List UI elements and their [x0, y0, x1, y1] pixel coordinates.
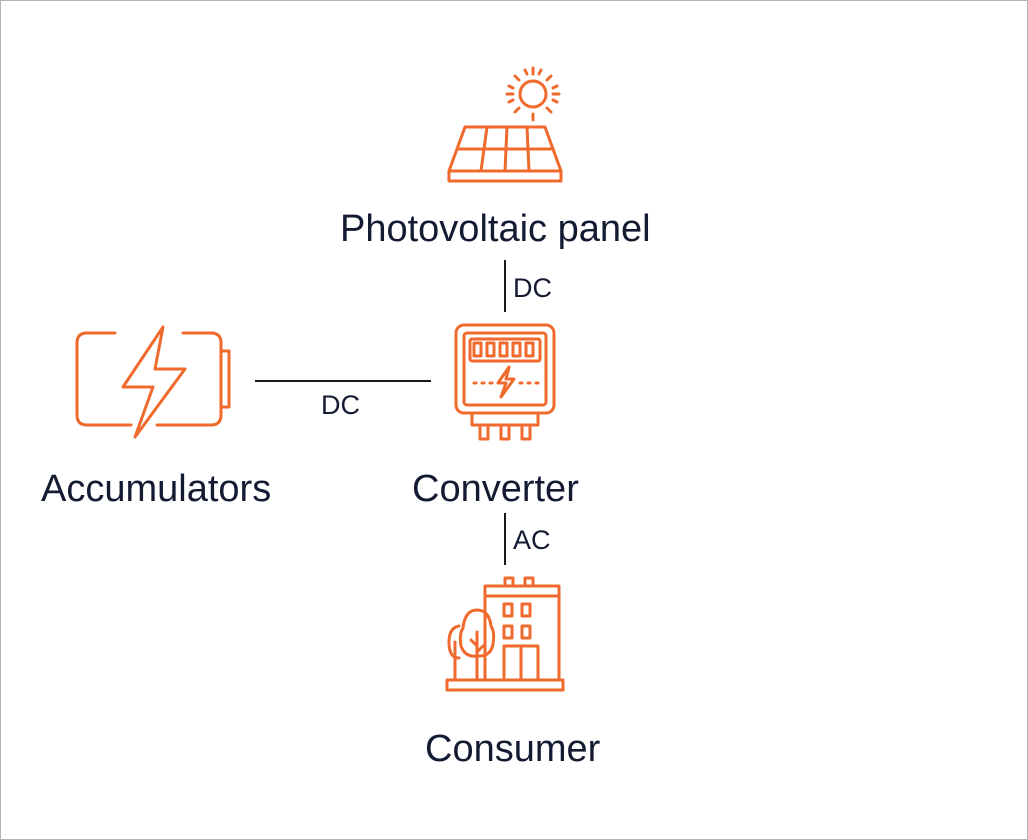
converter-consumer-label: AC	[513, 525, 551, 555]
photovoltaic-panel-label: Photovoltaic panel	[340, 208, 651, 250]
accumulators-converter-connector	[255, 380, 431, 382]
panel-converter-label: DC	[513, 273, 552, 303]
consumer-label: Consumer	[425, 728, 601, 770]
accumulators-converter-label: DC	[321, 390, 360, 420]
battery-charging-icon	[75, 325, 231, 439]
accumulators-label: Accumulators	[41, 468, 272, 510]
inverter-icon	[454, 323, 556, 441]
converter-consumer-connector	[504, 513, 506, 565]
building-icon	[445, 576, 565, 692]
converter-label: Converter	[412, 468, 579, 510]
solar-panel-icon	[447, 66, 563, 183]
panel-converter-connector	[504, 260, 506, 312]
